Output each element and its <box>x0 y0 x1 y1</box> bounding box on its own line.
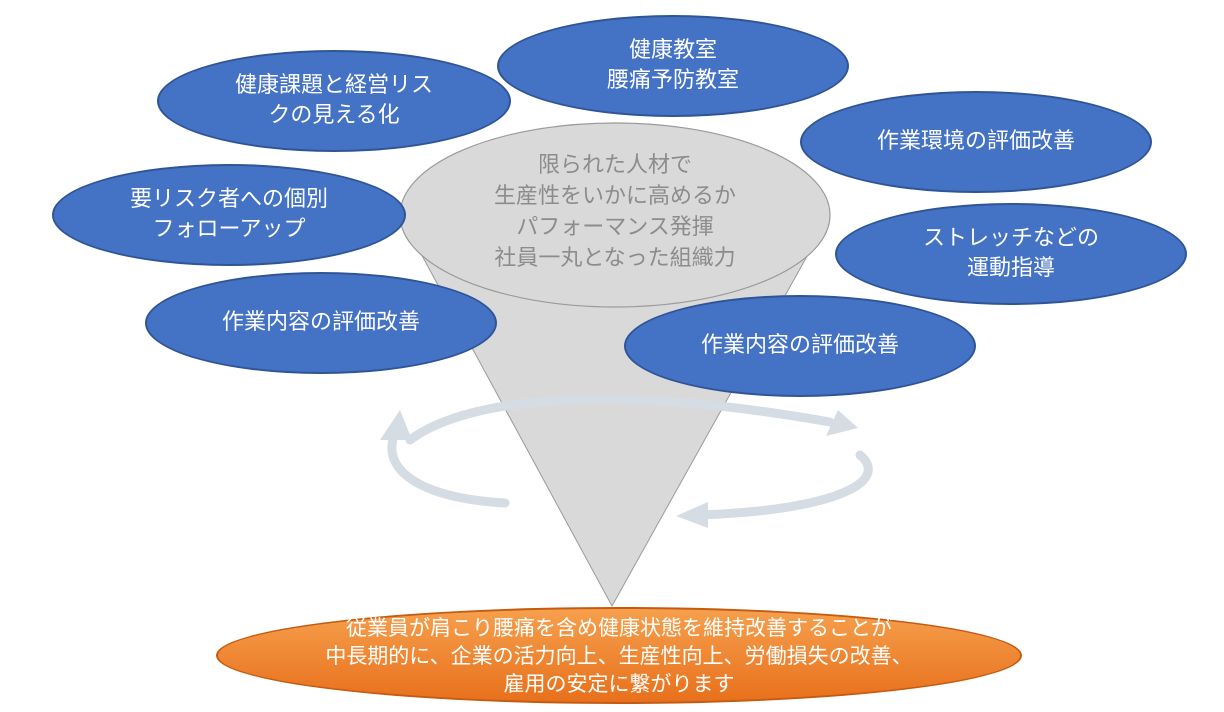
oval-label: ストレッチなどの <box>922 226 1099 251</box>
oval-label: 作業内容の評価改善 <box>221 310 420 335</box>
cycle-arrows <box>380 394 873 528</box>
oval-label: クの見える化 <box>268 103 400 128</box>
center-line: 生産性をいかに高めるか <box>493 184 736 209</box>
cycle-arrowhead-top <box>826 410 858 436</box>
cycle-arrowhead-right <box>676 502 708 528</box>
oval-label: 作業環境の評価改善 <box>876 129 1075 154</box>
cycle-arrow-top <box>405 394 835 445</box>
cycle-arrow-left <box>387 428 510 508</box>
result-line: 中長期的に、企業の活力向上、生産性向上、労働損失の改善、 <box>325 643 913 668</box>
oval-label: 健康課題と経営リス <box>234 73 433 98</box>
oval-label: 健康教室 <box>628 38 717 63</box>
oval-work-content-left: 作業内容の評価改善 <box>145 272 497 374</box>
oval-label: 腰痛予防教室 <box>606 68 739 93</box>
oval-label: 要リスク者への個別 <box>129 187 328 212</box>
result-ellipse: 従業員が肩こり腰痛を含め健康状態を維持改善することが 中長期的に、企業の活力向上… <box>216 607 1022 704</box>
funnel-center-text: 限られた人材で 生産性をいかに高めるか パフォーマンス発揮 社員一丸となった組織… <box>400 150 830 274</box>
oval-followup: 要リスク者への個別 フォローアップ <box>52 164 406 266</box>
cycle-arrowhead-left <box>380 410 412 440</box>
oval-label: 運動指導 <box>966 256 1055 281</box>
oval-stretch: ストレッチなどの 運動指導 <box>835 203 1187 305</box>
oval-label: 作業内容の評価改善 <box>700 333 899 358</box>
cycle-arrow-right <box>695 450 873 520</box>
center-line: 社員一丸となった組織力 <box>494 246 736 271</box>
result-line: 雇用の安定に繋がります <box>503 671 735 696</box>
result-line: 従業員が肩こり腰痛を含め健康状態を維持改善することが <box>346 615 892 640</box>
oval-health-class: 健康教室 腰痛予防教室 <box>497 15 849 117</box>
oval-work-content-right: 作業内容の評価改善 <box>624 295 976 397</box>
oval-health-issues: 健康課題と経営リス クの見える化 <box>157 50 511 152</box>
oval-label: フォローアップ <box>152 217 306 242</box>
center-line: パフォーマンス発揮 <box>516 215 714 240</box>
oval-work-environment: 作業環境の評価改善 <box>800 91 1152 193</box>
center-line: 限られた人材で <box>537 153 692 178</box>
